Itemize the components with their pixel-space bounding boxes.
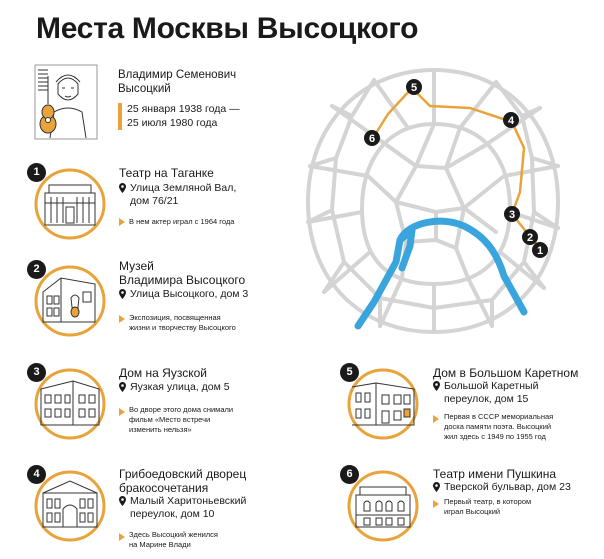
house-icon	[33, 367, 107, 441]
bio-dates: 25 января 1938 года — 25 июля 1980 года	[127, 103, 240, 129]
location-pin-icon	[119, 496, 126, 506]
map-marker-2: 2	[522, 229, 538, 245]
place-5-address: Большой Каретный переулок, дом 15	[433, 380, 538, 406]
place-2-note: Экспозиция, посвященная жизни и творчест…	[129, 313, 236, 332]
place-6-note: Первый театр, в котором играл Высоцкий	[444, 497, 532, 516]
map-marker-label: 2	[527, 232, 533, 244]
place-3-name: Дом на Яузской	[119, 366, 207, 380]
note-marker-icon	[433, 415, 439, 423]
portrait-illustration	[34, 64, 98, 140]
place-4-note: Здесь Высоцкий женился на Марине Влади	[129, 530, 218, 549]
place-3-address: Яузкая улица, дом 5	[119, 381, 230, 394]
place-2-name: Музей Владимира Высоцкого	[119, 259, 246, 287]
page-title: Места Москвы Высоцкого	[36, 12, 419, 45]
museum-building-icon	[33, 264, 107, 338]
location-pin-icon	[119, 289, 126, 299]
bio-accent-bar	[118, 103, 122, 130]
map-marker-label: 6	[369, 133, 375, 145]
place-1-address: Улица Земляной Вал, дом 76/21	[119, 182, 236, 208]
bio-name: Владимир Семенович Высоцкий	[118, 69, 237, 95]
memorial-house-icon	[346, 367, 420, 441]
map-marker-3: 3	[504, 206, 520, 222]
location-pin-icon	[119, 183, 126, 193]
map-marker-label: 3	[509, 209, 515, 221]
moskva-river	[354, 217, 528, 330]
place-4-name: Грибоедовский дворец бракосочетания	[119, 467, 247, 495]
place-6-address: Тверской бульвар, дом 23	[433, 481, 571, 494]
place-6-number-badge: 6	[340, 465, 359, 484]
note-marker-icon	[433, 500, 439, 508]
map-marker-label: 4	[508, 115, 515, 127]
map-marker-label: 5	[411, 82, 417, 94]
place-6-name: Театр имени Пушкина	[433, 467, 557, 481]
place-3-number-badge: 3	[27, 363, 46, 382]
theatre-building-icon	[33, 167, 107, 241]
map-marker-6: 6	[364, 130, 380, 146]
place-1-number-badge: 1	[27, 163, 46, 182]
note-marker-icon	[119, 408, 125, 416]
place-5-name: Дом в Большом Каретном	[433, 366, 579, 380]
map-marker-4: 4	[503, 112, 519, 128]
place-4-address: Малый Харитоньевский переулок, дом 10	[119, 495, 246, 521]
note-marker-icon	[119, 218, 125, 226]
location-pin-icon	[119, 382, 126, 392]
place-5-number-badge: 5	[340, 363, 359, 382]
moscow-map: 5 4 6 3 2 1	[296, 62, 572, 352]
place-1-name: Театр на Таганке	[119, 166, 214, 180]
place-5-note: Первая в СССР мемориальная доска памяти …	[444, 412, 554, 441]
place-2-address: Улица Высоцкого, дом 3	[119, 288, 248, 301]
map-marker-label: 1	[537, 245, 543, 257]
location-pin-icon	[433, 381, 440, 391]
place-4-number-badge: 4	[27, 465, 46, 484]
map-marker-5: 5	[406, 79, 422, 95]
place-2-number-badge: 2	[27, 260, 46, 279]
note-marker-icon	[119, 533, 125, 541]
place-3-note: Во дворе этого дома снимали фильм «Место…	[129, 405, 234, 434]
palace-icon	[33, 469, 107, 543]
place-1-note: В нем актер играл с 1964 года	[129, 217, 235, 226]
map-roads	[306, 68, 560, 334]
map-marker-1: 1	[532, 242, 548, 258]
location-pin-icon	[433, 482, 440, 492]
pushkin-theatre-icon	[346, 469, 420, 543]
note-marker-icon	[119, 315, 125, 323]
